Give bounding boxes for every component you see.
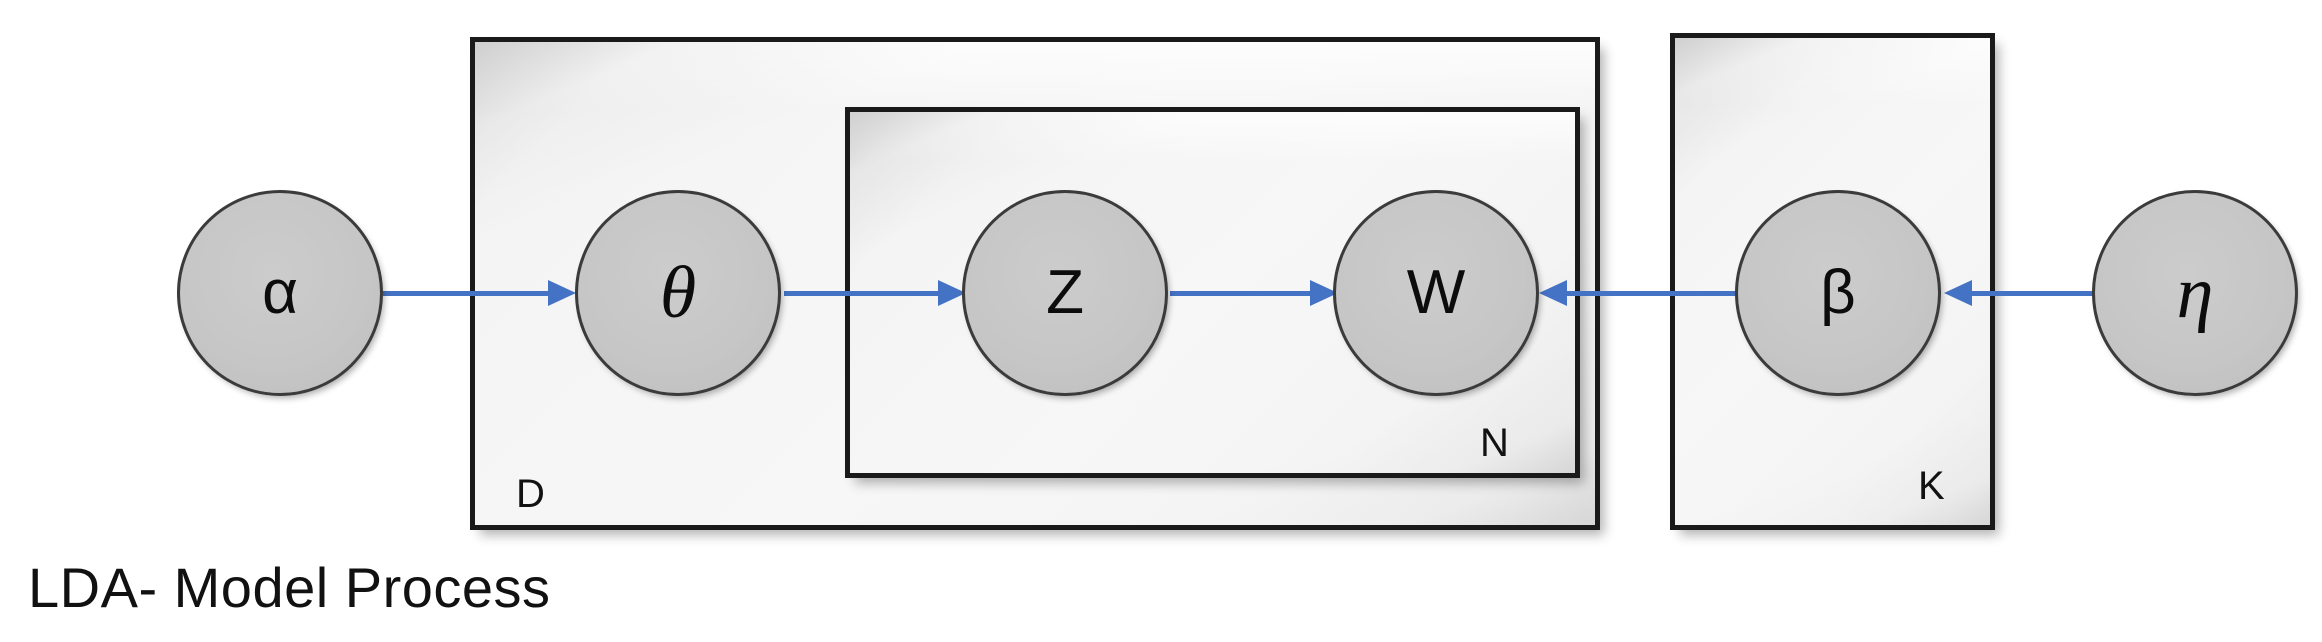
arrow-z-to-w: [1170, 280, 1338, 306]
arrow-shaft: [784, 291, 942, 296]
node-theta: θ: [575, 190, 781, 396]
node-alpha: α: [177, 190, 383, 396]
figure-caption: LDA- Model Process: [28, 556, 551, 619]
arrow-eta-to-beta: [1944, 280, 2094, 306]
arrow-head-icon: [1539, 280, 1567, 306]
node-z: Z: [962, 190, 1168, 396]
arrow-head-icon: [1944, 280, 1972, 306]
plate-label-k: K: [1918, 464, 1945, 508]
node-eta: η: [2092, 190, 2298, 396]
node-beta: β: [1735, 190, 1941, 396]
node-beta-label: β: [1820, 258, 1856, 327]
arrow-theta-to-z: [784, 280, 966, 306]
arrow-beta-to-w: [1539, 280, 1737, 306]
arrow-shaft: [383, 291, 552, 296]
node-theta-label: θ: [659, 252, 697, 334]
plate-label-d: D: [516, 472, 545, 516]
arrow-alpha-to-theta: [383, 280, 576, 306]
plate-label-n: N: [1480, 421, 1509, 465]
node-alpha-label: α: [262, 258, 298, 327]
node-eta-label: η: [2176, 252, 2214, 334]
arrow-shaft: [1968, 291, 2094, 296]
node-z-label: Z: [1046, 258, 1084, 327]
arrow-shaft: [1563, 291, 1737, 296]
arrow-head-icon: [938, 280, 966, 306]
arrow-head-icon: [548, 280, 576, 306]
node-w: W: [1333, 190, 1539, 396]
node-w-label: W: [1406, 258, 1466, 327]
arrow-shaft: [1170, 291, 1314, 296]
